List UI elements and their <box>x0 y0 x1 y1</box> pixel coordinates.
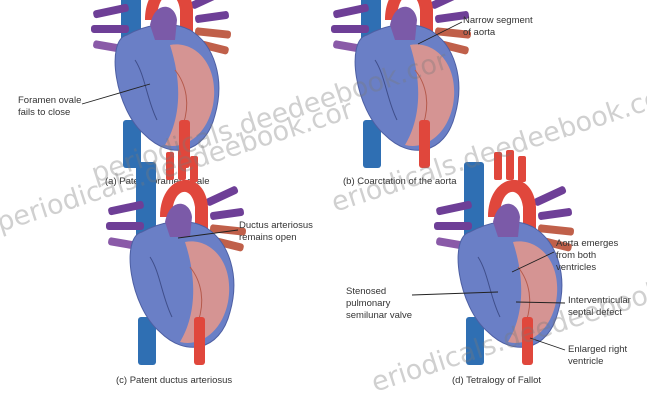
label-enlarged-ventricle: Enlarged right ventricle <box>568 344 630 367</box>
label-aorta-emerges: Aorta emerges from both ventricles <box>556 238 621 273</box>
label-foramen-ovale: Foramen ovale fails to close <box>18 95 84 118</box>
caption-d: (d) Tetralogy of Fallot <box>452 375 541 386</box>
caption-c: (c) Patent ductus arteriosus <box>116 375 232 386</box>
label-ductus: Ductus arteriosus remains open <box>239 220 316 243</box>
label-narrow-segment: Narrow segment of aorta <box>463 15 535 38</box>
label-stenosed-valve: Stenosed pulmonary semilunar valve <box>346 286 412 321</box>
